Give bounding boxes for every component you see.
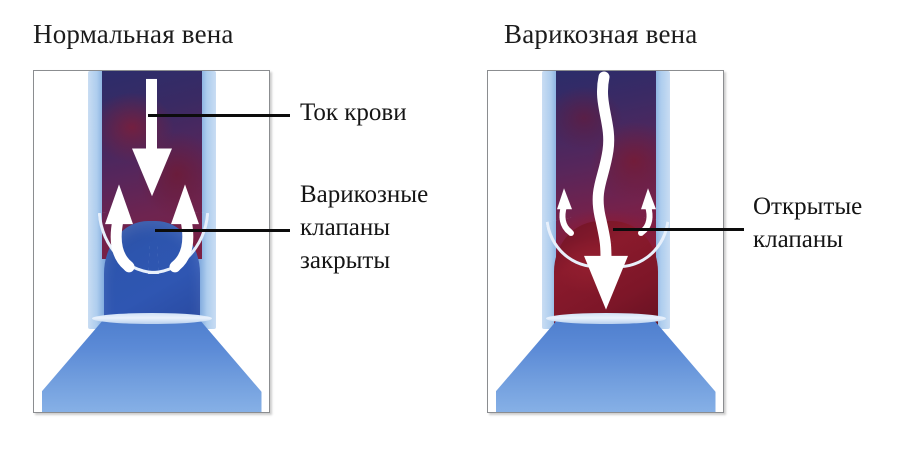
leader-line-blood-flow bbox=[148, 114, 290, 117]
callout-open-valves: Открытые клапаны bbox=[753, 193, 863, 253]
varicose-vein-illustration-panel bbox=[487, 70, 724, 413]
leader-line-open-valves bbox=[613, 228, 744, 231]
varicose-vein-arrow-layer bbox=[556, 71, 656, 310]
leader-line-closed-valves bbox=[155, 229, 290, 232]
vein-trunk-band bbox=[545, 313, 666, 324]
reflux-arrow-right bbox=[169, 184, 199, 273]
normal-vein-illustration-panel bbox=[33, 70, 270, 413]
normal-vein-vessel bbox=[41, 71, 262, 412]
callout-closed-valves: Варикозные клапаны закрыты bbox=[300, 181, 429, 274]
reflux-arrow-left bbox=[104, 184, 134, 273]
small-arrow-left bbox=[556, 188, 574, 237]
normal-vein-title: Нормальная вена bbox=[33, 19, 234, 49]
downward-blood-flow-arrow bbox=[131, 78, 172, 197]
vein-trunk-band bbox=[91, 313, 212, 324]
normal-vein-arrow-layer bbox=[104, 78, 199, 273]
varicose-vein-vessel bbox=[495, 71, 716, 412]
varicose-vein-title: Варикозная вена bbox=[504, 19, 698, 49]
callout-blood-flow: Ток крови bbox=[300, 99, 407, 126]
downward-reflux-arrow bbox=[583, 71, 628, 310]
